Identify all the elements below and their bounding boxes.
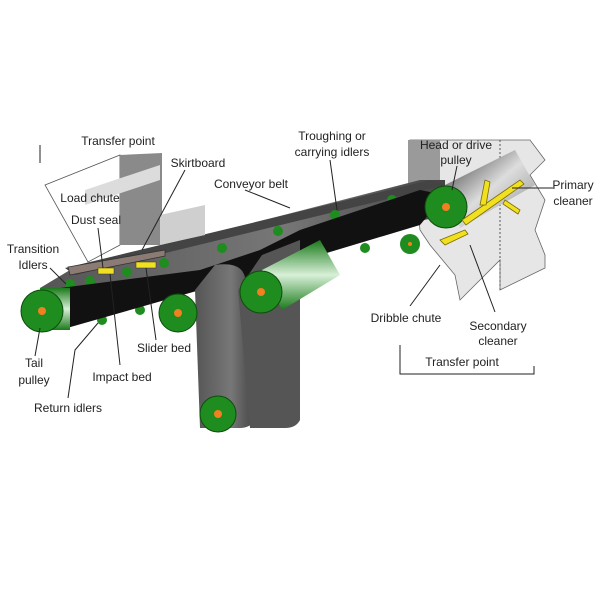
leader-lines xyxy=(34,145,553,399)
primary-cleaner xyxy=(461,179,525,226)
label-return-idlers: Return idlers xyxy=(34,401,102,415)
label-transition-1: Transition xyxy=(7,242,59,256)
label-secondary-2: cleaner xyxy=(478,334,517,348)
label-dribble-chute: Dribble chute xyxy=(371,311,442,325)
label-skirtboard: Skirtboard xyxy=(171,156,226,170)
label-dust-seal: Dust seal xyxy=(71,213,121,227)
slider-bed xyxy=(135,261,157,269)
label-tail-1: Tail xyxy=(25,356,43,370)
label-troughing-1: Troughing or xyxy=(298,129,366,143)
conveyor-belt-return xyxy=(40,190,445,330)
secondary-cleaner xyxy=(439,229,469,246)
label-head-1: Head or drive xyxy=(420,138,492,152)
label-primary-1: Primary xyxy=(552,178,593,192)
impact-bed xyxy=(97,267,115,275)
label-impact-bed: Impact bed xyxy=(92,370,151,384)
load-chute xyxy=(44,153,205,276)
conveyor-belt-carry xyxy=(40,180,445,305)
label-load-chute: Load chute xyxy=(60,191,120,205)
label-tail-2: pulley xyxy=(18,373,49,387)
label-transfer-point-bottom: Transfer point xyxy=(425,355,499,369)
dust-seal xyxy=(67,249,166,276)
pulleys xyxy=(20,150,535,433)
label-head-2: pulley xyxy=(440,153,471,167)
label-troughing-2: carrying idlers xyxy=(295,145,370,159)
label-primary-2: cleaner xyxy=(553,194,592,208)
label-transition-2: Idlers xyxy=(18,258,47,272)
label-secondary-1: Secondary xyxy=(469,319,526,333)
cleaners xyxy=(439,179,525,246)
dribble-chute-structure xyxy=(408,139,546,301)
label-transfer-point-top: Transfer point xyxy=(81,134,155,148)
label-conveyor-belt: Conveyor belt xyxy=(214,177,289,191)
label-slider-bed: Slider bed xyxy=(137,341,191,355)
